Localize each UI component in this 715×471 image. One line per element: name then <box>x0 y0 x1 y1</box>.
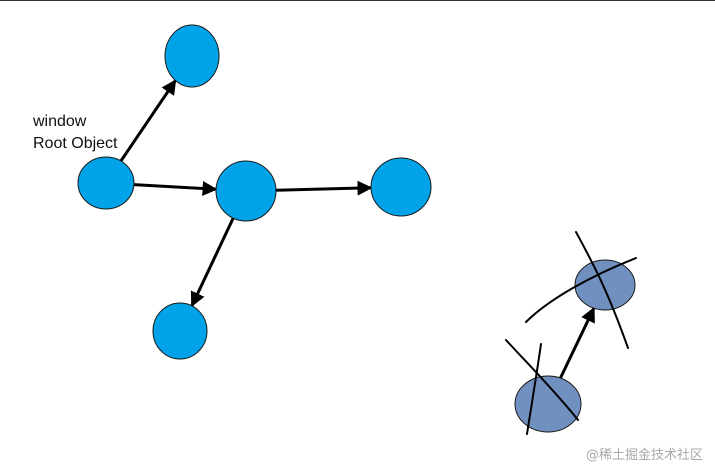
cross-stroke-upper-1 <box>575 231 629 349</box>
root-object-label: Root Object <box>33 135 118 152</box>
node-bottom <box>152 302 208 360</box>
node-root <box>77 156 135 210</box>
arrow-orphan-lower-to-orphan-upper <box>559 306 596 379</box>
arrow-center-to-bottom <box>190 217 235 308</box>
node-top <box>164 24 220 88</box>
arrow-root-to-center <box>133 181 218 197</box>
arrow-root-to-top <box>119 79 177 162</box>
nodes-layer <box>77 24 636 433</box>
arrow-center-to-right <box>275 180 373 196</box>
node-right <box>370 157 432 217</box>
cross-stroke-upper-2 <box>525 257 637 323</box>
edges-layer <box>119 79 596 379</box>
cross-stroke-lower-1 <box>505 339 579 421</box>
node-orphan-lower <box>514 375 582 433</box>
watermark: @稀土掘金技术社区 <box>585 448 703 463</box>
window-label: window <box>33 113 87 130</box>
node-center <box>215 160 277 222</box>
node-orphan-upper <box>574 259 636 311</box>
cross-stroke-lower-2 <box>526 343 542 435</box>
cross-out-strokes <box>505 231 637 435</box>
